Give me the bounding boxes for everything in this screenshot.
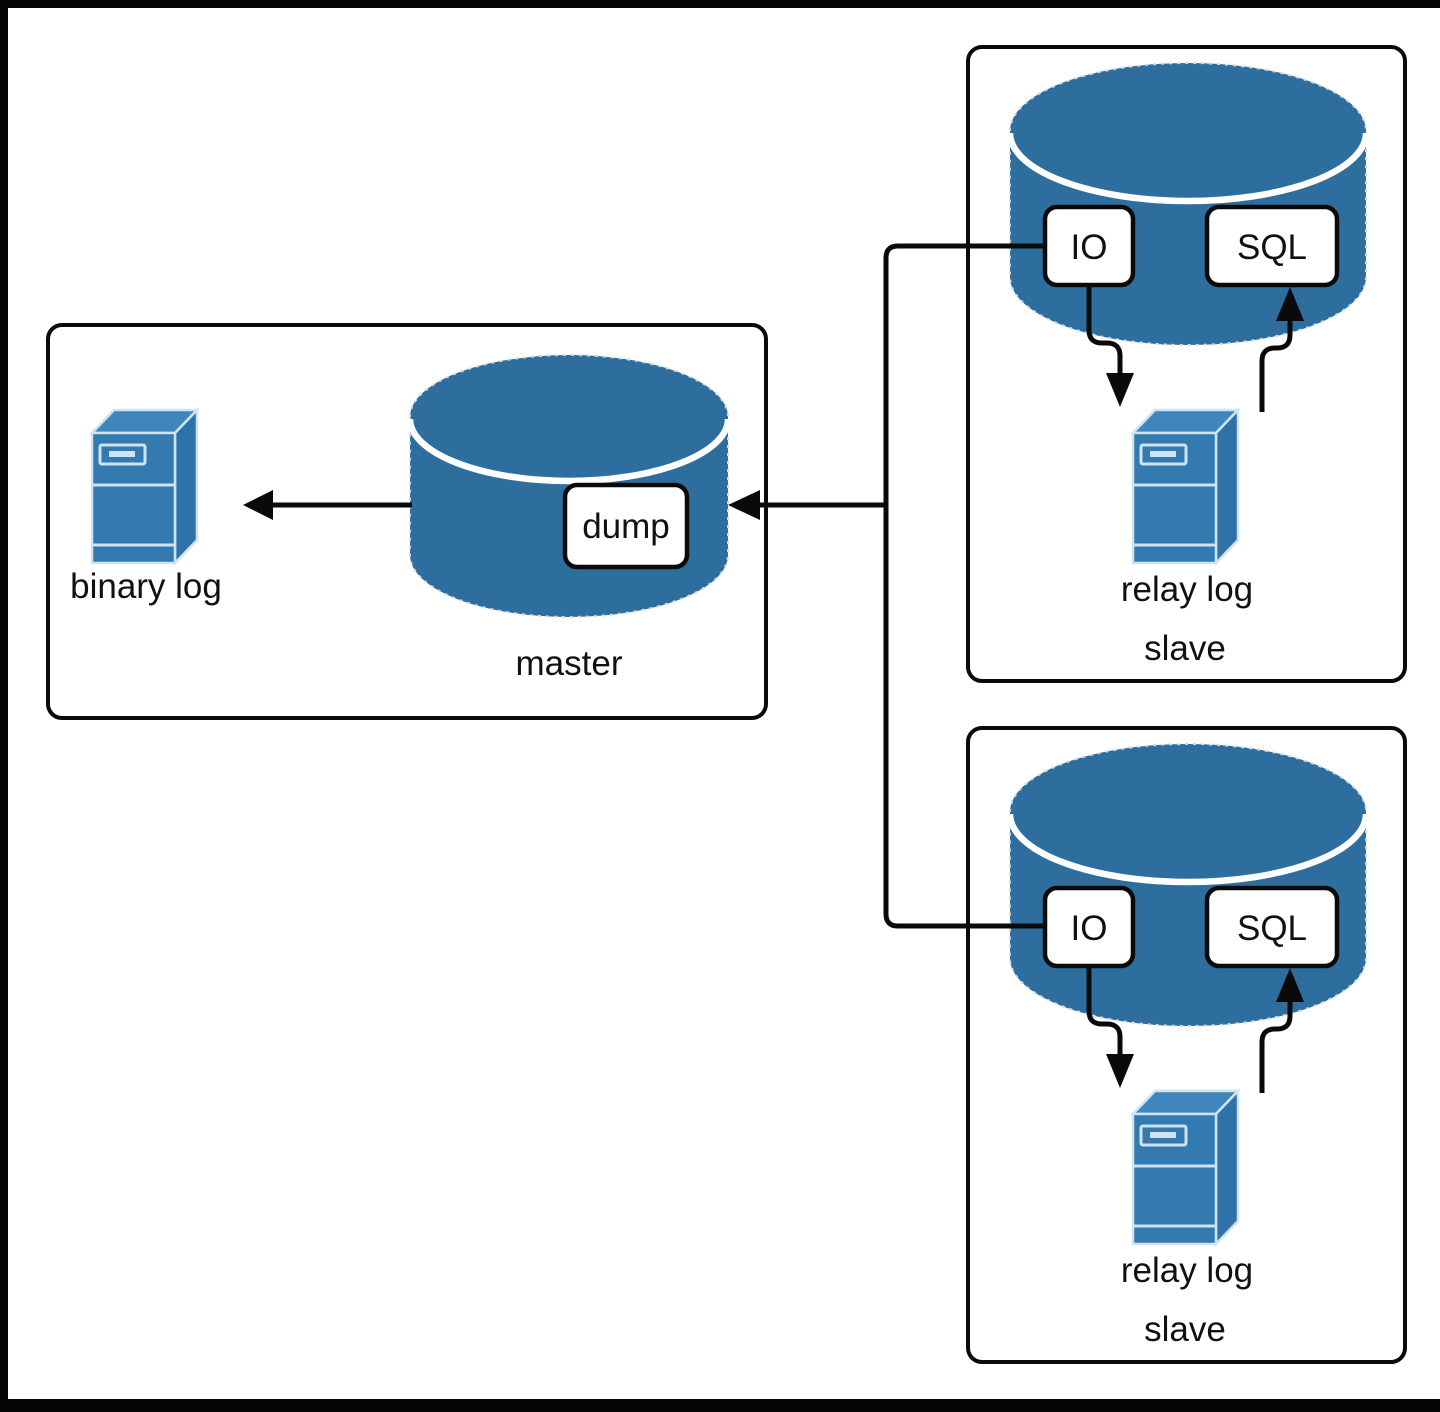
frame-bottom (0, 1399, 1440, 1412)
sql-thread-box (1204, 204, 1340, 288)
io-thread-label: IO (1071, 228, 1108, 267)
io-thread-box (1042, 204, 1136, 288)
io-thread-box (1042, 885, 1136, 969)
io-thread-node-bottom: IO (1042, 885, 1136, 969)
sql-thread-box (1204, 885, 1340, 969)
arrow-io-to-relay-log-top (1086, 285, 1134, 407)
arrow-line (1086, 966, 1123, 1054)
arrow-line (1259, 321, 1293, 412)
frame-top (0, 0, 1440, 8)
slave-label-bottom: slave (1144, 1310, 1226, 1349)
binary-log-label: binary log (70, 567, 222, 606)
sql-thread-label: SQL (1237, 228, 1307, 267)
arrow-relay-log-to-sql-bottom (1259, 968, 1304, 1093)
arrowhead-down (1106, 1054, 1134, 1088)
arrow-master-to-binary-log (243, 490, 412, 520)
arrowhead-down (1106, 373, 1134, 407)
io-thread-node-top: IO (1042, 204, 1136, 288)
relay-log-label-top: relay log (1121, 570, 1253, 609)
relay-log-label-bottom: relay log (1121, 1251, 1253, 1290)
master-label: master (516, 644, 623, 683)
arrow-line (1259, 1002, 1293, 1093)
slave-bottom-database-cylinder (1010, 744, 1366, 1026)
frame-left (0, 0, 8, 1412)
slave-label-top: slave (1144, 629, 1226, 668)
binary-log-server-icon (90, 408, 199, 565)
arrowhead-left (243, 490, 273, 520)
dump-thread-label: dump (582, 507, 670, 546)
dump-thread-box (562, 482, 690, 570)
sql-thread-label: SQL (1237, 909, 1307, 948)
arrowhead-up (1276, 287, 1304, 321)
relay-log-server-icon-top (1131, 408, 1240, 565)
arrowhead-up (1276, 968, 1304, 1002)
dump-thread-node: dump (562, 482, 690, 570)
relay-log-server-icon-bottom (1131, 1089, 1240, 1246)
arrowhead-left (728, 490, 760, 520)
slave-top-database-cylinder (1010, 63, 1366, 345)
arrow-relay-log-to-sql-top (1259, 287, 1304, 412)
arrow-line (1086, 285, 1123, 373)
arrow-io-to-relay-log-bottom (1086, 966, 1134, 1088)
arrow-slaves-to-master-dump (728, 490, 886, 520)
connector-trunk-slaves-to-master (883, 243, 1045, 929)
io-thread-label: IO (1071, 909, 1108, 948)
sql-thread-node-top: SQL (1204, 204, 1340, 288)
sql-thread-node-bottom: SQL (1204, 885, 1340, 969)
